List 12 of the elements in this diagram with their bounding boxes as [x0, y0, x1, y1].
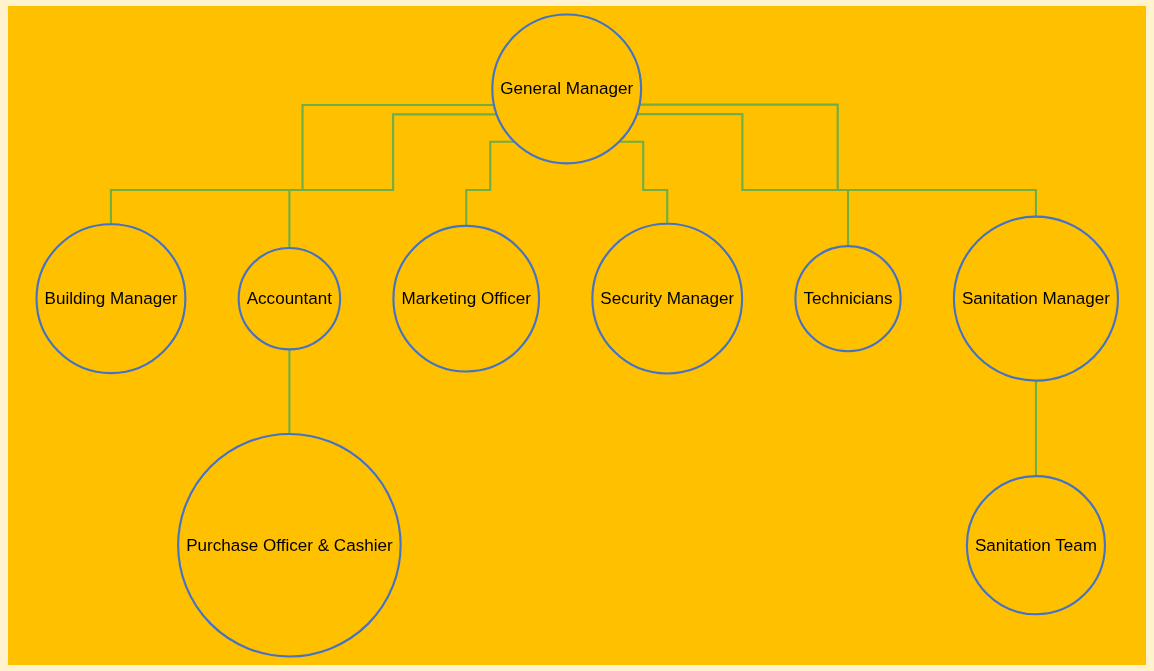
node-circle	[176, 432, 402, 658]
node-circle	[392, 224, 540, 373]
node-circle	[952, 215, 1119, 382]
node-circle	[35, 223, 187, 375]
node-circle	[591, 222, 743, 375]
node-circle	[237, 246, 341, 351]
node-circle	[965, 475, 1106, 616]
node-circle	[794, 245, 902, 353]
node-circle	[491, 13, 642, 165]
connector	[618, 140, 669, 225]
connector	[464, 140, 514, 227]
chart-background: General Manager Building Manager Accountant Marketing Officer Security Manager Technicians Sanitation Manager Purchase Officer & Cashier Sanitation Team	[8, 6, 1146, 665]
